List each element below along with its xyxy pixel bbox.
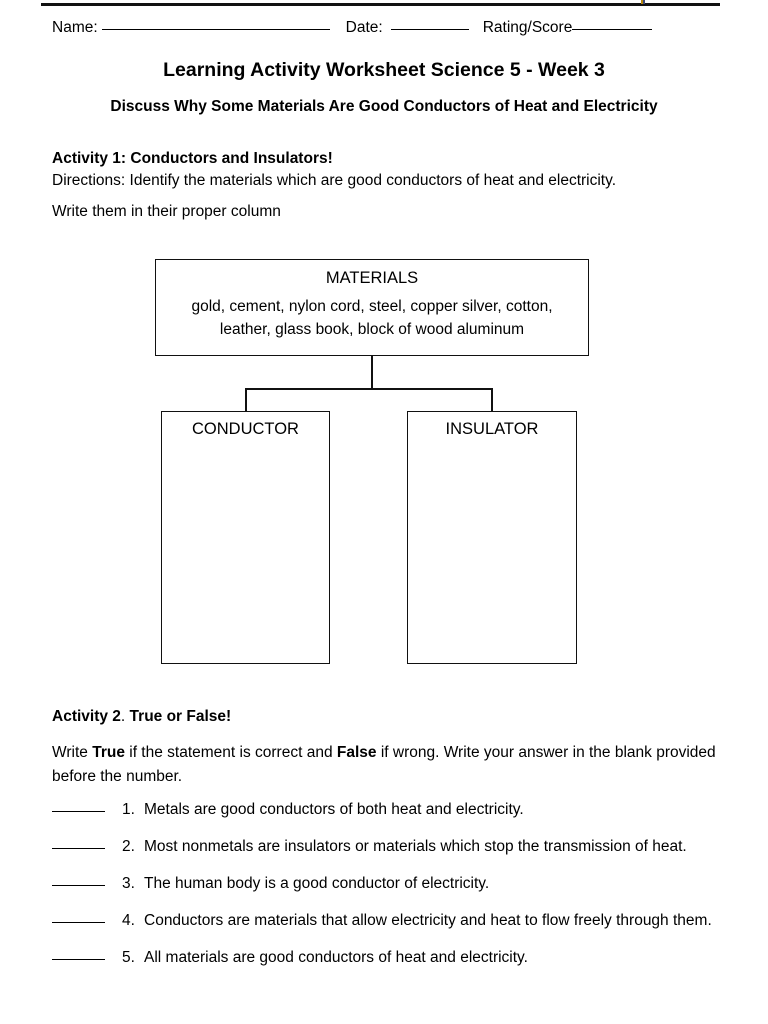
true-false-question-list: 1. Metals are good conductors of both he… — [52, 798, 724, 983]
insulator-answer-box[interactable]: INSULATOR — [407, 411, 577, 664]
list-item: 4. Conductors are materials that allow e… — [52, 909, 724, 933]
materials-box-list: gold, cement, nylon cord, steel, copper … — [191, 298, 553, 338]
conductor-answer-box[interactable]: CONDUCTOR — [161, 411, 330, 664]
item-text-5: All materials are good conductors of hea… — [144, 949, 528, 966]
conductor-box-title: CONDUCTOR — [192, 420, 299, 438]
date-blank-field[interactable] — [390, 29, 469, 30]
item-text-2: Most nonmetals are insulators or materia… — [144, 838, 687, 855]
scan-artifact — [641, 0, 645, 4]
item-number-5: 5. — [122, 949, 135, 966]
name-blank-field[interactable] — [101, 29, 330, 30]
answer-blank-1[interactable] — [52, 811, 105, 812]
header-divider-rule — [41, 3, 720, 6]
item-number-4: 4. — [122, 912, 135, 929]
answer-blank-4[interactable] — [52, 922, 105, 923]
item-number-1: 1. — [122, 801, 135, 818]
rating-label: Rating/Score — [482, 19, 573, 36]
date-label: Date: — [345, 19, 383, 36]
answer-blank-5[interactable] — [52, 959, 105, 960]
rating-blank-field[interactable] — [572, 29, 653, 30]
answer-blank-3[interactable] — [52, 885, 105, 886]
name-label: Name: — [52, 19, 98, 36]
activity1-instruction: Write them in their proper column — [52, 203, 281, 220]
insulator-box-title: INSULATOR — [445, 420, 539, 438]
activity1-heading: Activity 1: Conductors and Insulators! — [52, 150, 333, 167]
materials-box: MATERIALS gold, cement, nylon cord, stee… — [155, 259, 589, 356]
item-text-4: Conductors are materials that allow elec… — [144, 912, 712, 929]
page-title: Learning Activity Worksheet Science 5 - … — [163, 59, 605, 81]
item-text-1: Metals are good conductors of both heat … — [144, 801, 524, 818]
activity2-heading-title: True or False! — [129, 708, 232, 725]
connector-stem — [371, 356, 373, 389]
connector-branch-right — [491, 388, 493, 412]
connector-horizontal-bar — [245, 388, 493, 390]
page-subtitle: Discuss Why Some Materials Are Good Cond… — [110, 98, 658, 115]
activity1-directions: Directions: Identify the materials which… — [52, 172, 617, 189]
activity2-heading: Activity 2. True or False! — [52, 706, 231, 727]
activity2-heading-separator: . — [120, 708, 130, 725]
activity2-heading-label: Activity 2 — [52, 708, 121, 725]
activity2-directions-part3: if wrong. Write your answer in the blank… — [52, 744, 716, 785]
item-text-3: The human body is a good conductor of el… — [144, 875, 490, 892]
activity2-directions-part1: Write — [52, 744, 93, 761]
list-item: 1. Metals are good conductors of both he… — [52, 798, 724, 822]
connector-branch-left — [245, 388, 247, 412]
activity2-directions: Write True if the statement is correct a… — [52, 741, 720, 789]
list-item: 3. The human body is a good conductor of… — [52, 872, 724, 896]
answer-blank-2[interactable] — [52, 848, 105, 849]
item-number-2: 2. — [122, 838, 135, 855]
activity2-word-true: True — [92, 744, 125, 761]
list-item: 2. Most nonmetals are insulators or mate… — [52, 835, 724, 859]
materials-box-title: MATERIALS — [325, 269, 419, 287]
item-number-3: 3. — [122, 875, 135, 892]
student-info-row: Name: Date: Rating/Score — [52, 18, 724, 38]
activity2-directions-part2: if the statement is correct and — [124, 744, 337, 761]
activity2-word-false: False — [336, 744, 377, 761]
list-item: 5. All materials are good conductors of … — [52, 946, 724, 970]
